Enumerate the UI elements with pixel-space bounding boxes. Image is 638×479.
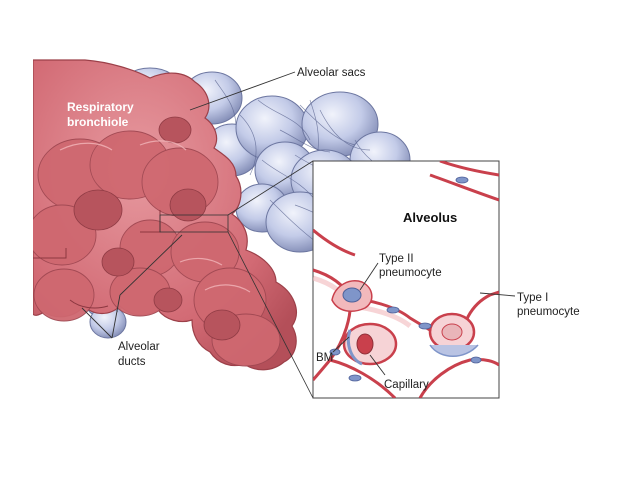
label-alveolar-ducts-2: ducts — [118, 356, 146, 368]
capillary-shape — [342, 312, 479, 366]
label-capillary: Capillary — [384, 379, 429, 391]
label-type-i-1: Type I — [517, 292, 548, 304]
alveolus-inset — [312, 160, 500, 399]
label-type-ii-1: Type II — [379, 253, 414, 265]
label-respiratory-bronchiole-2: bronchiole — [67, 115, 129, 129]
label-alveolus: Alveolus — [403, 210, 457, 225]
label-alveolar-sacs: Alveolar sacs — [297, 67, 366, 79]
diagram-labels: Alveolar sacs Respiratory bronchiole Alv… — [67, 67, 580, 391]
label-bm: BM — [316, 352, 333, 364]
label-respiratory-bronchiole-1: Respiratory — [67, 100, 134, 114]
zoom-callout-lines — [159, 160, 314, 399]
label-alveolar-ducts-1: Alveolar — [118, 341, 160, 353]
leader-lines — [81, 71, 516, 376]
type-ii-pneumocyte-shape — [331, 280, 373, 313]
label-type-ii-2: pneumocyte — [379, 267, 442, 279]
label-type-i-2: pneumocyte — [517, 306, 580, 318]
